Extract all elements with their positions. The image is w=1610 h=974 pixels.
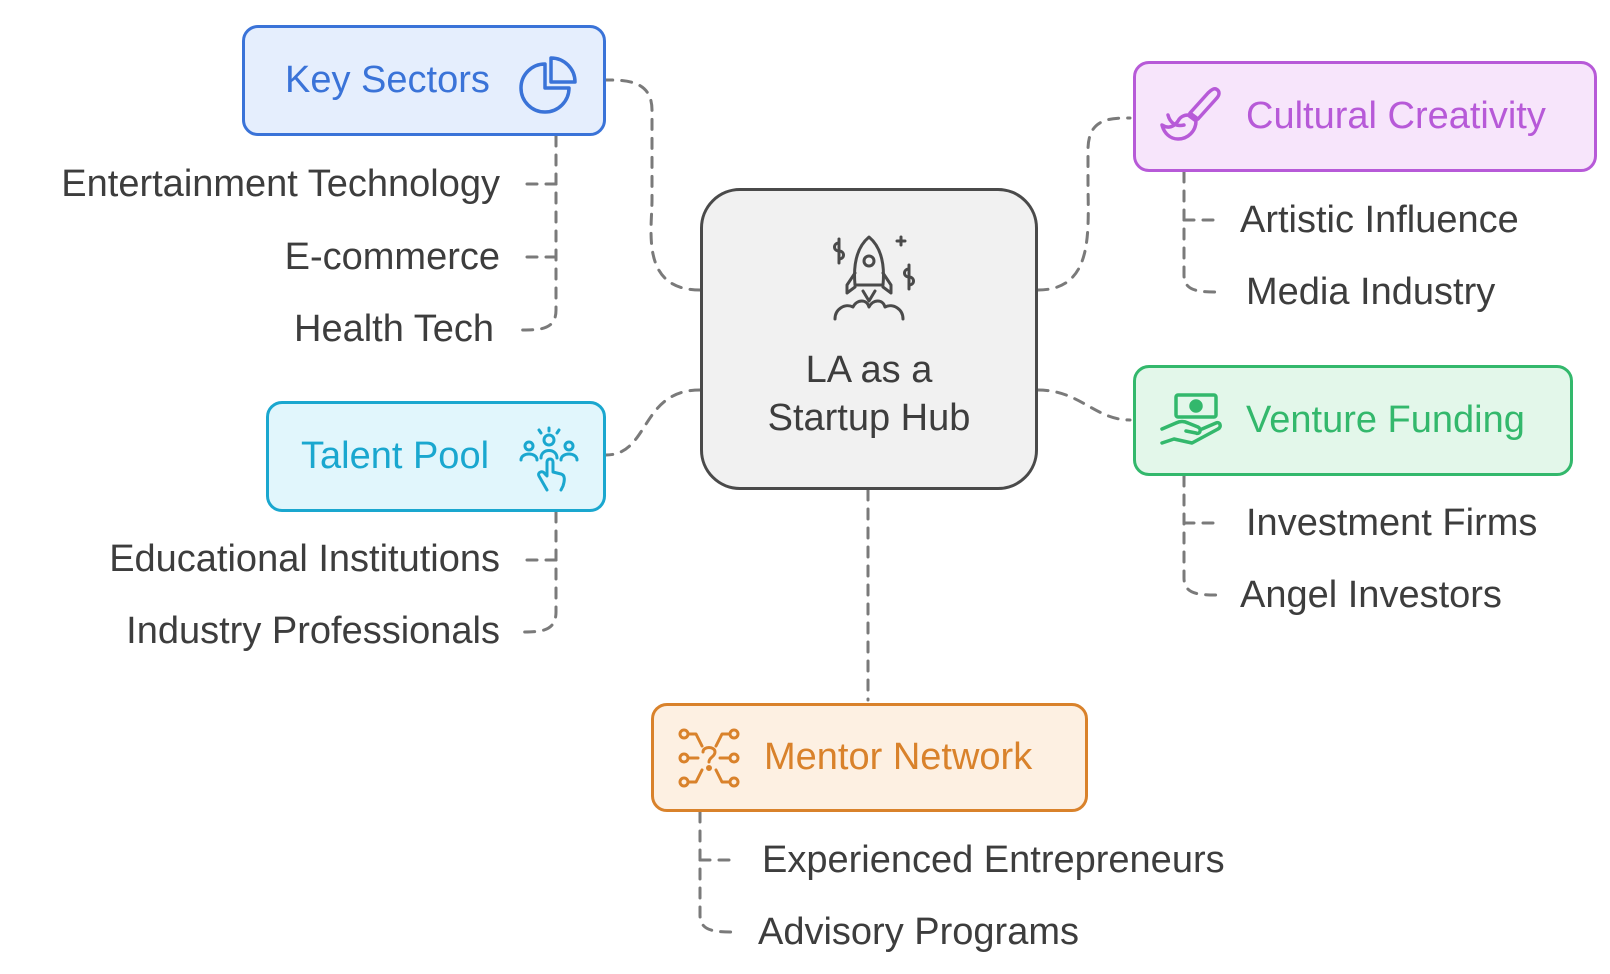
key-sectors-node: Key Sectors (242, 25, 606, 136)
connector-tp-items (518, 510, 558, 634)
list-item: Artistic Influence (1240, 199, 1519, 241)
connector-cultural-creativity (1036, 116, 1132, 292)
list-item: Investment Firms (1246, 502, 1538, 544)
center-node: LA as a Startup Hub (700, 188, 1038, 490)
list-item: Media Industry (1246, 271, 1496, 313)
cultural-creativity-label: Cultural Creativity (1246, 95, 1546, 137)
network-question-icon (676, 726, 742, 790)
list-item: Angel Investors (1240, 574, 1502, 616)
pie-chart-icon (517, 54, 579, 114)
connector-ks-items (518, 134, 558, 332)
connector-cc-items (1182, 170, 1222, 294)
team-select-icon (517, 426, 581, 492)
list-item: Health Tech (294, 308, 494, 350)
list-item: Advisory Programs (758, 911, 1079, 953)
connector-key-sectors (604, 78, 702, 292)
list-item: Entertainment Technology (61, 163, 500, 205)
venture-funding-node: Venture Funding (1133, 365, 1573, 476)
talent-pool-node: Talent Pool (266, 401, 606, 512)
list-item: Industry Professionals (126, 610, 500, 652)
center-title: LA as a Startup Hub (768, 346, 971, 442)
list-item: E-commerce (284, 236, 500, 278)
cultural-creativity-node: Cultural Creativity (1133, 61, 1597, 172)
money-hand-icon (1158, 391, 1224, 451)
connector-talent-pool (604, 388, 702, 457)
mentor-network-label: Mentor Network (764, 736, 1033, 778)
connector-vf-items (1182, 474, 1222, 597)
list-item: Educational Institutions (109, 538, 500, 580)
center-title-line2: Startup Hub (767, 397, 971, 439)
rocket-money-icon (817, 229, 921, 338)
talent-pool-label: Talent Pool (301, 435, 490, 477)
venture-funding-label: Venture Funding (1246, 399, 1525, 441)
connector-mn-items (698, 810, 738, 934)
paintbrush-icon (1158, 85, 1224, 149)
connector-venture-funding (1036, 388, 1132, 422)
center-title-line1: LA as a (805, 349, 933, 391)
key-sectors-label: Key Sectors (285, 59, 490, 101)
list-item: Experienced Entrepreneurs (762, 839, 1225, 881)
mentor-network-node: Mentor Network (651, 703, 1088, 812)
